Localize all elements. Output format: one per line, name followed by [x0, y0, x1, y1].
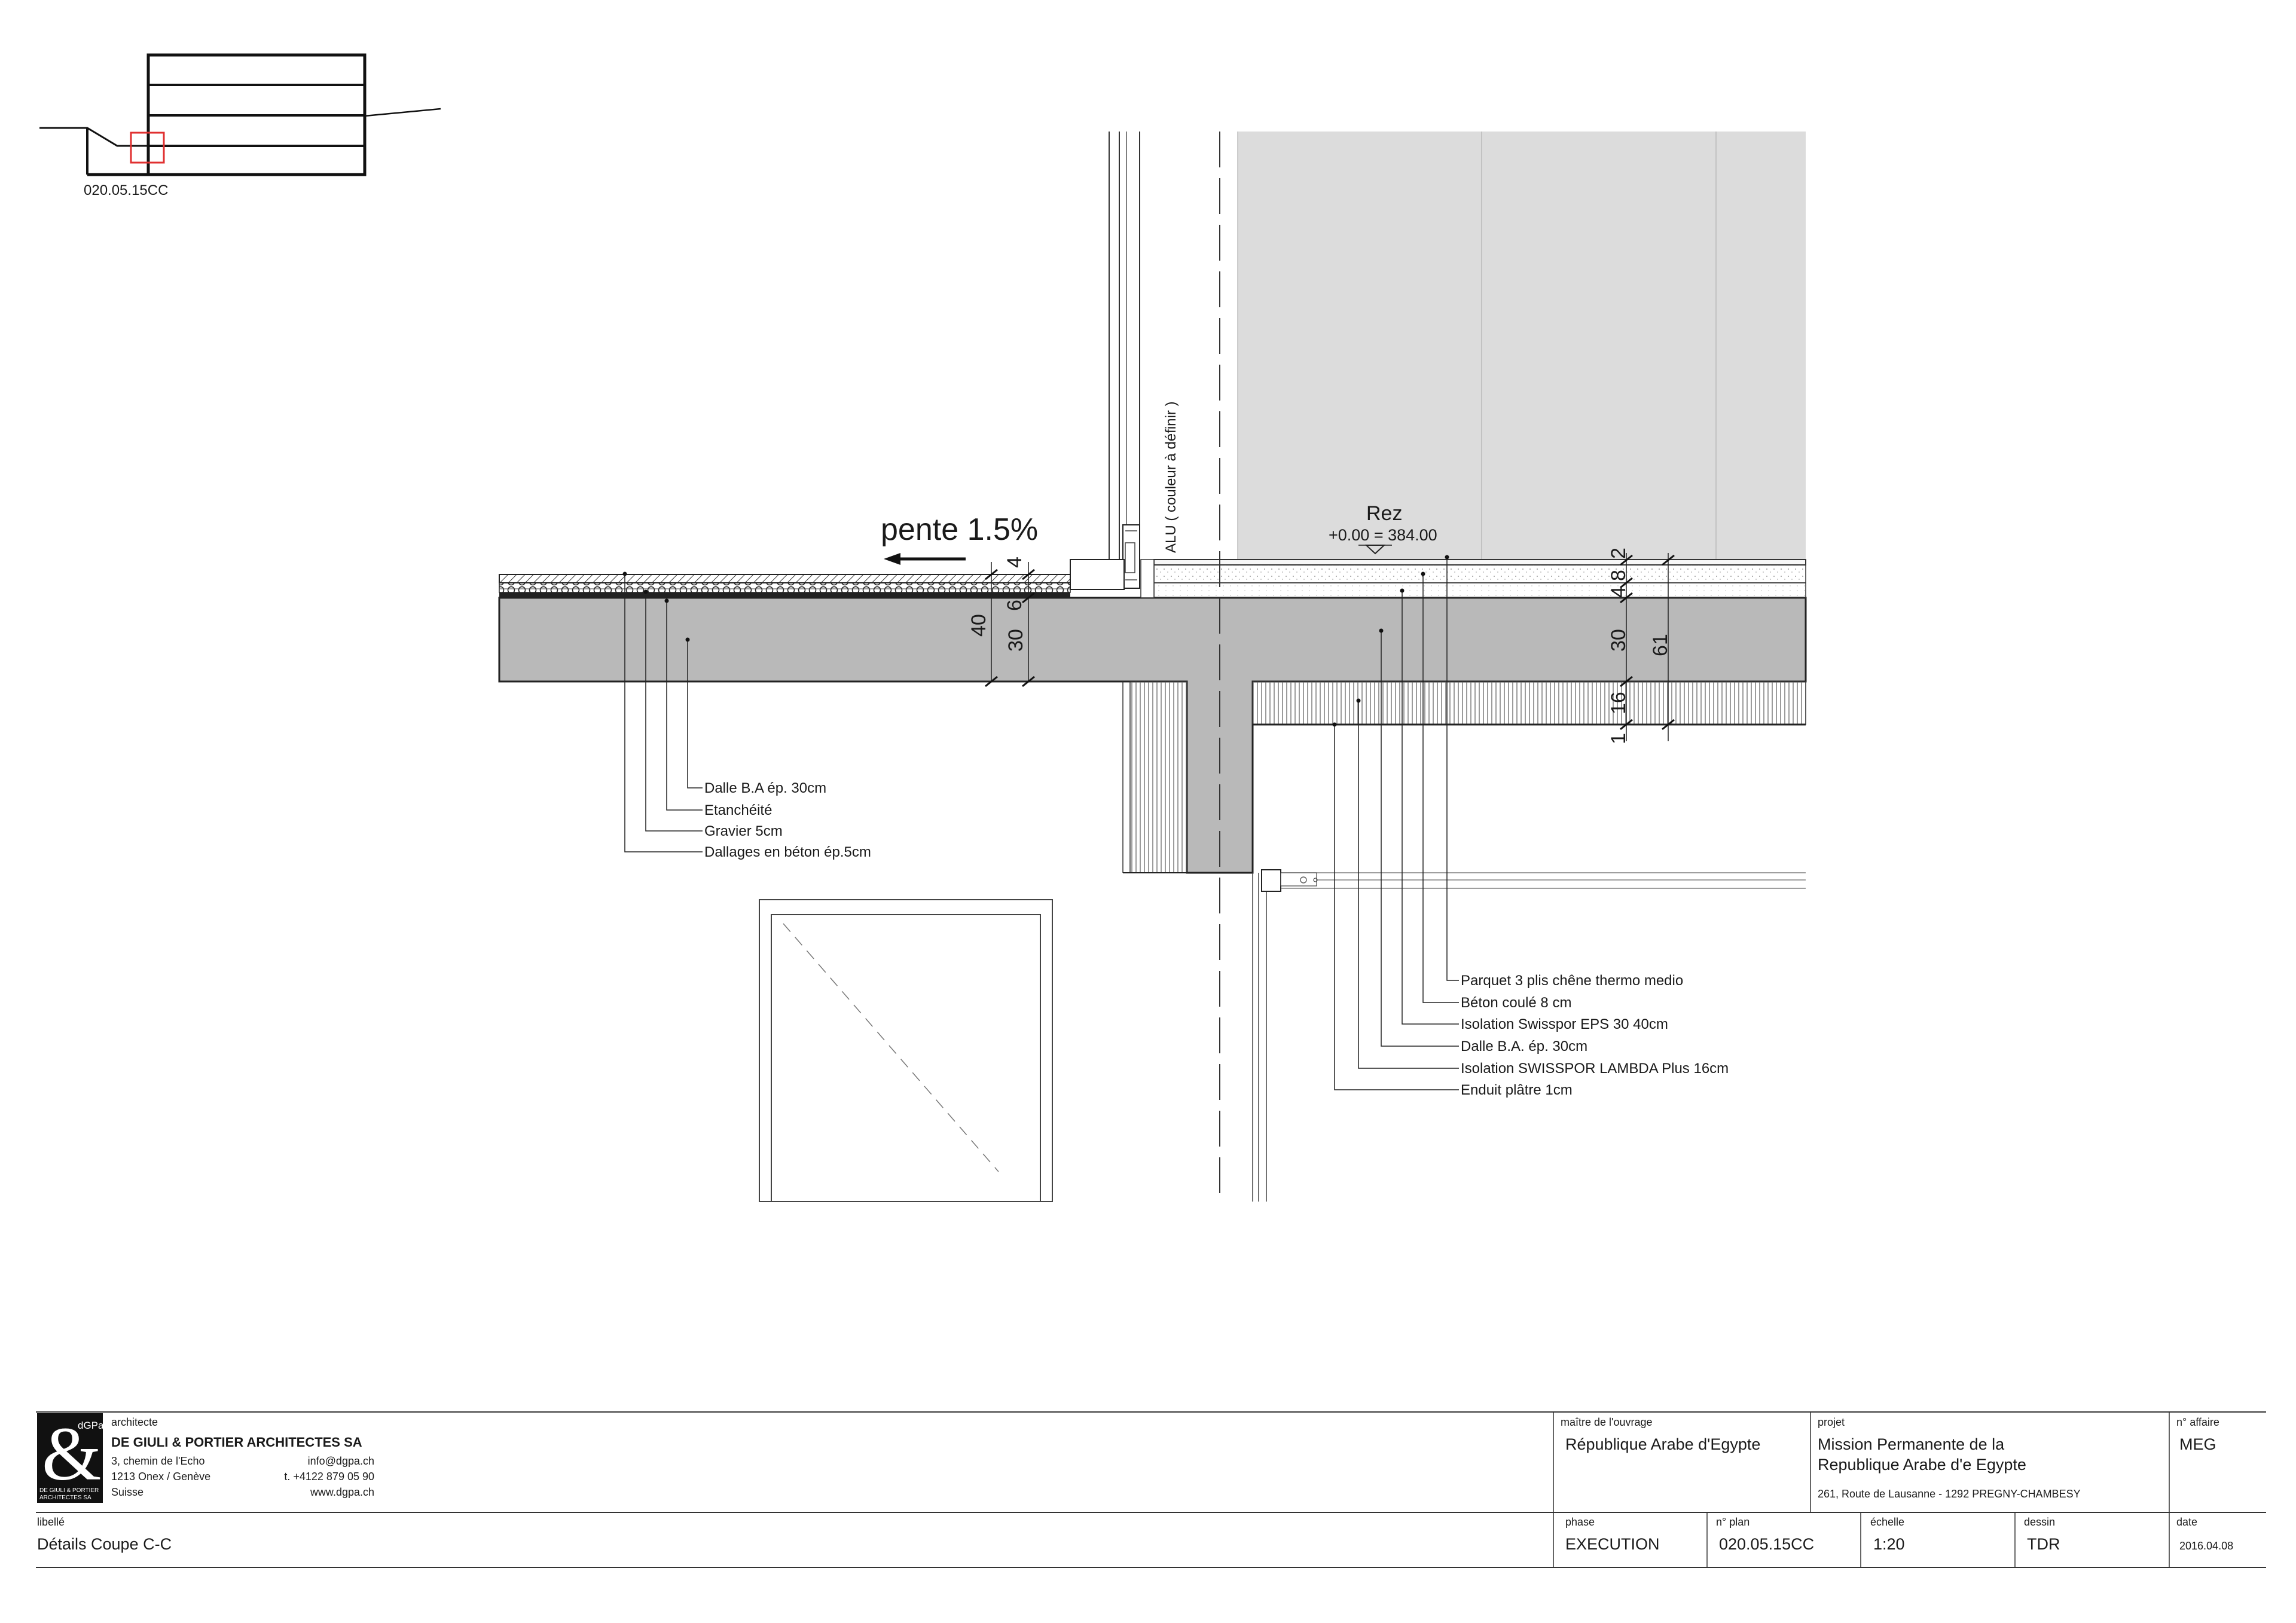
svg-text:DE GIULI & PORTIER: DE GIULI & PORTIER — [39, 1487, 99, 1494]
architect-email: info@dgpa.ch — [308, 1455, 374, 1467]
architect-phone: t. +4122 879 05 90 — [284, 1471, 374, 1483]
terrace-waterproofing — [499, 592, 1070, 598]
terrace-dimensions: 4 6 30 40 — [967, 557, 1035, 687]
slope-indicator: pente 1.5% — [881, 512, 1038, 565]
architect-address-2: 1213 Onex / Genève — [111, 1471, 210, 1483]
annotation-parquet: Parquet 3 plis chêne thermo medio — [1461, 973, 1683, 989]
architect-address-1: 3, chemin de l'Echo — [111, 1455, 205, 1467]
title-block: & dGPa DE GIULI & PORTIER ARCHITECTES SA… — [36, 1411, 2266, 1568]
drawing-title: Détails Coupe C-C — [37, 1535, 172, 1553]
alu-label: ALU ( couleur à définir ) — [1163, 402, 1179, 553]
architect-name: DE GIULI & PORTIER ARCHITECTES SA — [111, 1435, 362, 1450]
dim-terrace-6: 6 — [1003, 600, 1026, 611]
parquet-layer — [1153, 559, 1806, 566]
dim-interior-61: 61 — [1649, 634, 1672, 656]
project-line-1: Mission Permanente de la — [1818, 1435, 2005, 1453]
drawn-value: TDR — [2027, 1535, 2060, 1553]
eps-insulation-layer — [1153, 582, 1806, 598]
plan-label: n° plan — [1716, 1516, 1750, 1528]
key-plan-reference: 020.05.15CC — [84, 182, 168, 198]
slope-label: pente 1.5% — [881, 512, 1038, 547]
terrace-build-up — [499, 574, 1071, 598]
ceiling-insulation — [1122, 681, 1806, 873]
scale-label: échelle — [1870, 1516, 1904, 1528]
annotation-enduit: Enduit plâtre 1cm — [1461, 1082, 1573, 1098]
interior-dimensions: 2 4 8 30 61 16 1 — [1607, 548, 1675, 744]
scale-value: 1:20 — [1873, 1535, 1905, 1553]
terrace-leaders — [624, 574, 703, 852]
annotation-gravier: Gravier 5cm — [704, 823, 783, 839]
level-marker: Rez +0.00 = 384.00 — [1329, 502, 1437, 555]
interior-leaders — [1334, 557, 1459, 1090]
date-value: 2016.04.08 — [2179, 1540, 2233, 1552]
annotation-beton-coule: Béton coulé 8 cm — [1461, 995, 1571, 1011]
phase-value: EXECUTION — [1565, 1535, 1660, 1553]
svg-text:dGPa: dGPa — [78, 1420, 104, 1431]
job-label: n° affaire — [2176, 1416, 2219, 1428]
interior-background — [1237, 132, 1806, 561]
company-logo: & dGPa DE GIULI & PORTIER ARCHITECTES SA — [37, 1411, 104, 1503]
annotation-dalle-interior: Dalle B.A. ép. 30cm — [1461, 1038, 1587, 1055]
lower-wall — [1252, 869, 1806, 1202]
key-plan: 020.05.15CC — [39, 53, 441, 198]
project-line-2: Republique Arabe d'e Egypte — [1818, 1456, 2026, 1474]
dim-interior-16: 16 — [1607, 692, 1630, 714]
architect-address-3: Suisse — [111, 1486, 144, 1498]
detail-location-marker — [130, 132, 165, 164]
dim-terrace-4: 4 — [1003, 557, 1026, 568]
architect-label: architecte — [111, 1416, 158, 1428]
annotation-isolation-eps: Isolation Swisspor EPS 30 40cm — [1461, 1016, 1668, 1032]
dim-terrace-40: 40 — [967, 614, 990, 637]
project-label: projet — [1818, 1416, 1845, 1428]
dim-interior-30: 30 — [1607, 629, 1630, 652]
dim-interior-1: 1 — [1607, 733, 1630, 744]
plan-value: 020.05.15CC — [1719, 1535, 1814, 1553]
facade-frame — [1070, 132, 1140, 676]
architect-web: www.dgpa.ch — [310, 1486, 374, 1498]
svg-text:&: & — [42, 1411, 102, 1496]
dim-terrace-30: 30 — [1004, 629, 1027, 652]
level-name: Rez — [1366, 502, 1402, 525]
date-label: date — [2176, 1516, 2197, 1528]
project-address: 261, Route de Lausanne - 1292 PREGNY-CHA… — [1818, 1488, 2081, 1500]
annotation-etancheite: Etanchéité — [704, 802, 772, 818]
dim-interior-8: 8 — [1607, 570, 1630, 581]
drawing-title-label: libellé — [37, 1516, 65, 1528]
drawn-label: dessin — [2024, 1516, 2055, 1528]
annotation-dallages: Dallages en béton ép.5cm — [704, 844, 871, 860]
interior-floor-build-up — [1140, 559, 1806, 598]
annotation-dalle-terrace: Dalle B.A ép. 30cm — [704, 780, 826, 796]
screed-layer — [1153, 564, 1806, 583]
door-elevation — [759, 899, 1053, 1202]
svg-text:ARCHITECTES SA: ARCHITECTES SA — [39, 1494, 91, 1501]
owner-value: République Arabe d'Egypte — [1565, 1435, 1760, 1453]
job-value: MEG — [2179, 1435, 2216, 1453]
terrace-gravel — [499, 582, 1071, 593]
annotation-isolation-lambda: Isolation SWISSPOR LAMBDA Plus 16cm — [1461, 1060, 1729, 1077]
owner-label: maître de l'ouvrage — [1561, 1416, 1653, 1428]
dim-interior-2: 2 — [1607, 548, 1630, 559]
terrace-paving — [499, 574, 1071, 583]
phase-label: phase — [1565, 1516, 1595, 1528]
level-value: +0.00 = 384.00 — [1329, 526, 1437, 544]
dim-interior-4: 4 — [1607, 586, 1630, 598]
